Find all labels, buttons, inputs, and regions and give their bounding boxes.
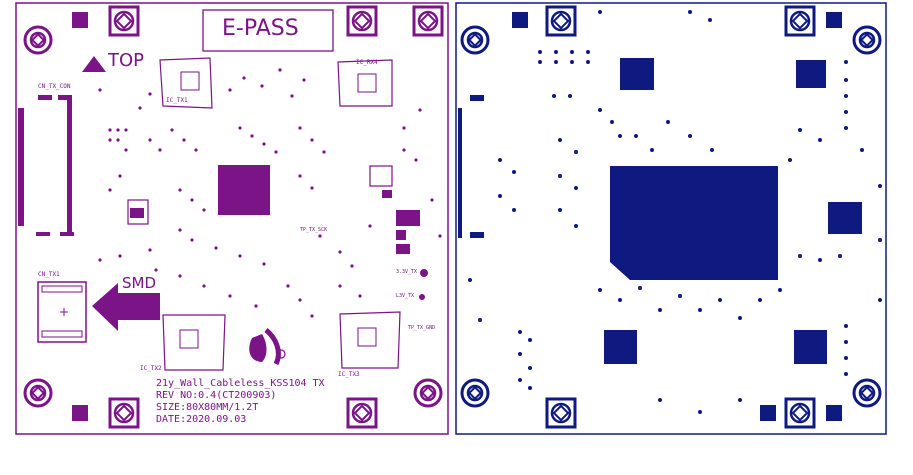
footer-line: 21y_Wall_Cableless_KSS104 TX (156, 378, 325, 389)
pad-square (72, 405, 88, 421)
footer-line: REV NO:0.4(CT200903) (156, 390, 277, 401)
e-pass-box (202, 9, 334, 52)
footer-line: DATE:2020.09.03 (156, 414, 247, 425)
corner-hole-icon (413, 378, 443, 408)
top-marker-label: TOP (108, 50, 145, 71)
corner-hole-icon (460, 25, 490, 55)
small-chip-pad (796, 60, 826, 88)
mounting-hole-icon (346, 5, 378, 37)
pad-square (72, 12, 88, 28)
solder-dots (468, 10, 882, 414)
ic-label: IC_TX1 (166, 97, 188, 104)
test-point-label: TP_TX_SCK (300, 227, 328, 233)
corner-hole-icon (852, 25, 882, 55)
mounting-hole-icon (108, 5, 140, 37)
connector-strip (67, 100, 72, 232)
ic-label: IC_RX4 (356, 59, 378, 66)
top-arrow-icon (82, 56, 106, 72)
small-chip-pad (828, 202, 862, 234)
corner-hole-icon (23, 25, 53, 55)
left-board-outline (15, 2, 449, 435)
connector-label: CN_TX1 (38, 271, 60, 278)
mounting-hole-icon (545, 5, 577, 37)
connector-strip (18, 108, 24, 226)
corner-hole-icon (460, 378, 490, 408)
footer-line: SIZE:80X80MM/1.2T (156, 402, 259, 413)
cn-tx1-outline (37, 281, 87, 343)
mounting-hole-icon (784, 397, 816, 429)
corner-hole-icon (852, 378, 882, 408)
small-chip-pad (604, 330, 637, 364)
right-board-outline (455, 2, 887, 435)
mounting-hole-icon (108, 397, 140, 429)
main-chip-pad (610, 166, 778, 280)
right-board (455, 2, 887, 435)
small-chip-pad (620, 58, 654, 90)
mounting-hole-icon (784, 5, 816, 37)
mounting-hole-icon (412, 5, 444, 37)
small-chip-pad (794, 330, 827, 364)
e-pass-label: E-PASS (222, 16, 299, 41)
smd-arrow-icon (92, 283, 160, 331)
mounting-hole-icon (346, 397, 378, 429)
ic-label: IC_TX2 (140, 365, 162, 372)
ic-rx4-outline (337, 59, 393, 107)
ic-label: IC_TX3 (338, 371, 360, 378)
test-point-label: L3V_TX (396, 293, 415, 299)
ic-tx2-outline (162, 314, 226, 371)
test-point-label: 3.3V_TX (396, 269, 418, 275)
solder-dots (98, 68, 442, 318)
main-chip (218, 165, 270, 215)
left-board (15, 2, 449, 435)
corner-hole-icon (23, 378, 53, 408)
mounting-hole-icon (545, 397, 577, 429)
test-point-label: TP_TX_GND (408, 325, 436, 331)
ic-tx3-outline (339, 311, 401, 369)
connector-label: CN_TX_CON (38, 83, 71, 90)
ic-tx1-outline (159, 57, 213, 109)
logo-mark-icon (249, 334, 267, 362)
smd-marker-label: SMD (122, 274, 157, 292)
